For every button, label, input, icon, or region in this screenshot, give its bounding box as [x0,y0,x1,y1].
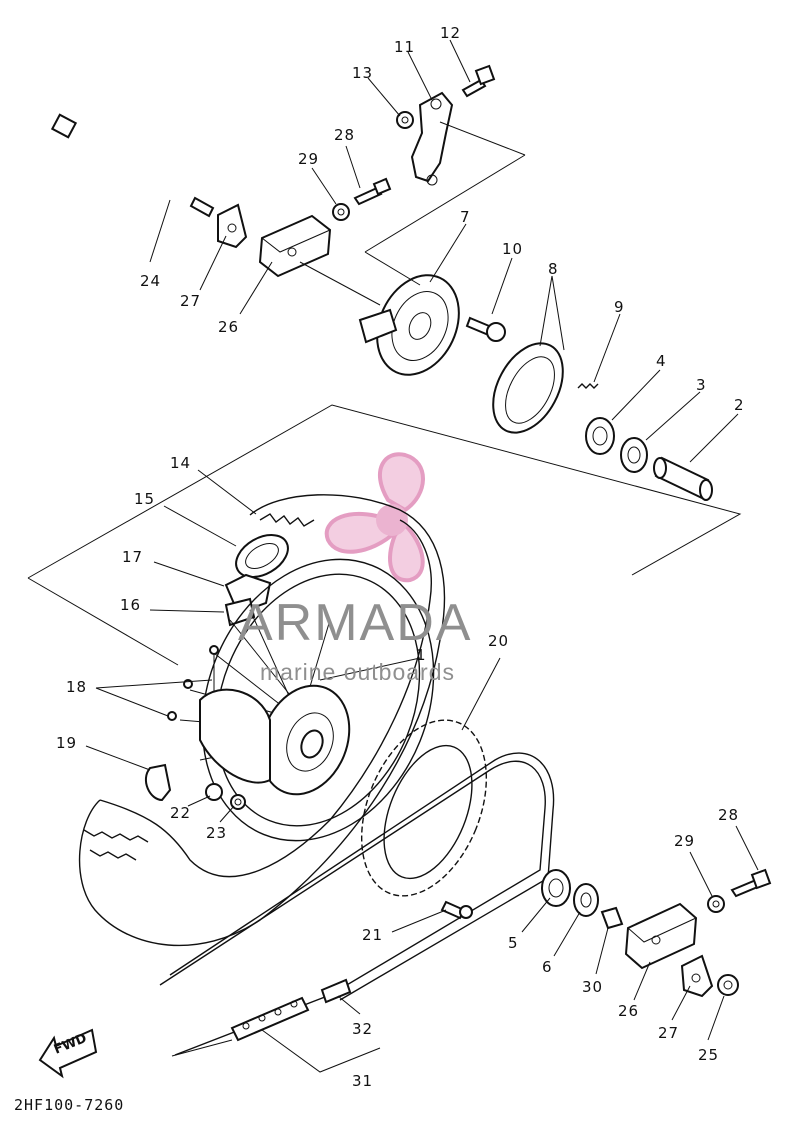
drawing-code: 2HF100-7260 [14,1096,124,1114]
callout-label: 25 [698,1046,719,1064]
callout-label: 11 [394,38,415,56]
brake-spring [577,383,599,389]
callout-label: 21 [362,926,383,944]
callout-label: 20 [488,632,509,650]
chain-adjuster-lower [624,902,698,970]
drive-chain [159,752,555,1056]
callout-label: 15 [134,490,155,508]
callout-label: 18 [66,678,87,696]
collar [653,456,713,501]
lock-washer [230,794,246,810]
watermark-brand: ARMADA [238,594,472,652]
rear-hub [199,684,351,796]
spoke-nut [205,783,223,801]
callout-label: 26 [618,1002,639,1020]
callout-label: 14 [170,454,191,472]
axle-collar-lower [600,906,624,930]
callout-label: 16 [120,596,141,614]
oil-seal-upper [620,437,648,473]
chain-puller-bracket-upper [217,203,248,249]
chain-adjuster-upper [258,214,332,278]
callout-label: 29 [298,150,319,168]
oil-seal-lower [573,883,599,917]
rear-sprocket [360,719,488,897]
callout-label: 2 [734,396,745,414]
callout-label: 30 [582,978,603,996]
rim-band [235,534,289,578]
callout-label: 31 [352,1072,373,1090]
callout-label: 13 [352,64,373,82]
sprocket-bolt [440,900,473,920]
brake-cam-shaft [465,316,506,342]
callout-label: 24 [140,272,161,290]
callout-label: 28 [334,126,355,144]
leader-lines [85,39,759,1041]
callout-label: 12 [440,24,461,42]
fwd-arrow-icon: FWD [38,1028,98,1079]
chain-segment [230,996,310,1042]
inner-tube [144,763,172,802]
cam-arm-nut [396,111,414,129]
callout-label: 26 [218,318,239,336]
adjuster-nut-upper [332,203,350,221]
watermark-tagline: marine outboards [260,659,455,685]
callout-label: 19 [56,734,77,752]
brake-cam-arm [410,91,454,186]
callout-label: 7 [460,208,471,226]
adjuster-nut-lower [707,895,725,913]
callout-label: 5 [508,934,519,952]
brake-shoe-plate [358,274,460,376]
adjuster-bolt-lower [730,868,772,898]
callout-label: 8 [548,260,559,278]
callout-label: 22 [170,804,191,822]
rear-tire [78,494,446,947]
callout-label: 4 [656,352,667,370]
cam-arm-bolt [461,64,496,98]
adjuster-bolt-upper [353,177,392,206]
watermark-logo-icon [324,452,425,583]
callout-label: 23 [206,824,227,842]
rim-lock [224,597,256,627]
callout-label: 6 [542,958,553,976]
callout-label: 17 [122,548,143,566]
axle-nut [717,974,739,996]
bearing-upper [585,417,615,455]
callout-label: 3 [696,376,707,394]
callout-label: 27 [658,1024,679,1042]
callout-labels: 12 11 13 28 29 24 27 26 7 10 8 9 4 3 2 1… [56,24,745,1090]
callout-label: 32 [352,1020,373,1038]
callout-label: 27 [180,292,201,310]
brake-shoe-kit [492,342,564,434]
callout-label: 28 [718,806,739,824]
chain-puller-bracket-lower [680,954,714,998]
callout-label: 29 [674,832,695,850]
callout-label: 10 [502,240,523,258]
chain-joint [320,978,352,1004]
callout-label: 9 [614,298,625,316]
rear-axle [50,113,215,218]
bearing-lower [541,869,571,907]
callout-label: 1 [416,646,427,664]
